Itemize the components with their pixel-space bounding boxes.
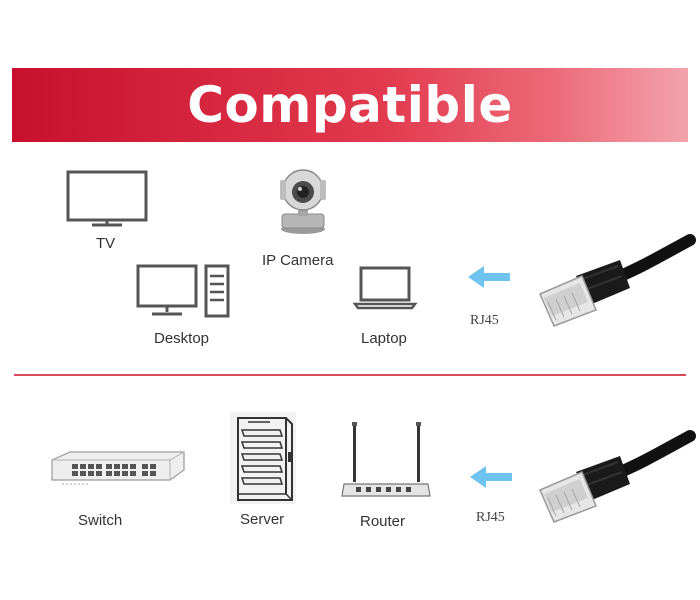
compatible-banner: Compatible bbox=[12, 68, 688, 142]
bottom-rj45-cable bbox=[534, 430, 696, 532]
tv-item bbox=[66, 170, 148, 228]
tv-label: TV bbox=[96, 235, 116, 252]
top-rj45-label: RJ45 bbox=[470, 313, 499, 328]
server-label: Server bbox=[240, 511, 285, 528]
router-label: Router bbox=[360, 513, 406, 530]
section-divider bbox=[14, 374, 686, 376]
router-icon bbox=[341, 422, 431, 497]
rj45-connector-icon-bottom bbox=[539, 430, 696, 523]
switch-label: Switch bbox=[78, 512, 123, 529]
ip-camera-icon bbox=[280, 169, 326, 234]
network-switch-icon bbox=[51, 451, 185, 485]
banner-title: Compatible bbox=[187, 76, 513, 134]
ip-camera-label: IP Camera bbox=[262, 252, 334, 269]
server-item bbox=[230, 412, 296, 504]
top-rj45-cable bbox=[534, 234, 696, 336]
router-item bbox=[341, 420, 432, 500]
arrow-left-icon bbox=[468, 266, 510, 288]
server-rack-icon bbox=[230, 412, 296, 504]
desktop-computer-icon bbox=[136, 264, 230, 318]
arrow-left-icon-bottom bbox=[470, 466, 512, 488]
desktop-label: Desktop bbox=[154, 330, 210, 347]
tv-icon bbox=[66, 170, 148, 227]
rj45-connector-icon bbox=[539, 234, 696, 327]
switch-item bbox=[50, 450, 186, 488]
ip-camera-item bbox=[268, 166, 338, 236]
bottom-arrow bbox=[470, 464, 512, 490]
bottom-rj45-label: RJ45 bbox=[476, 510, 505, 525]
desktop-item bbox=[136, 264, 232, 320]
laptop-label: Laptop bbox=[361, 330, 407, 347]
laptop-icon bbox=[352, 266, 418, 310]
laptop-item bbox=[352, 266, 418, 310]
top-arrow bbox=[468, 264, 510, 290]
